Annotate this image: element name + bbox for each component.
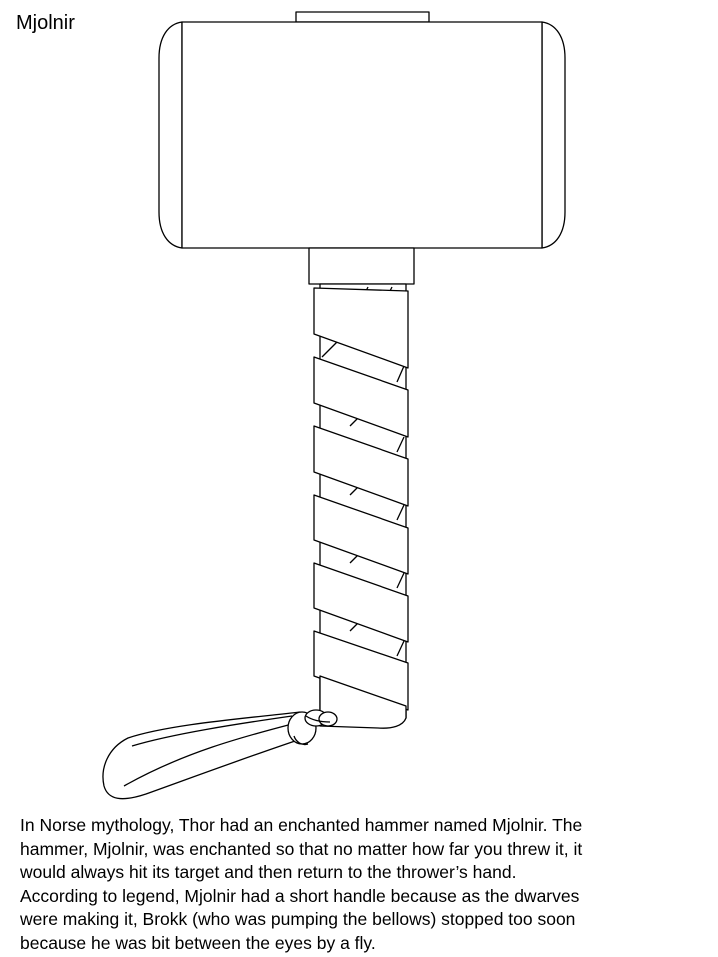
handle-wrap-bands [313, 287, 409, 711]
hammer-collar [308, 247, 415, 285]
wrap-band [313, 562, 409, 643]
hammer-left-face [158, 21, 183, 249]
wrist-strap-inner [123, 723, 293, 787]
hammer-right-face [541, 21, 566, 249]
caption-paragraph: In Norse mythology, Thor had an enchante… [20, 814, 710, 955]
wrap-band [313, 630, 409, 711]
caption-line: According to legend, Mjolnir had a short… [20, 885, 580, 906]
mjolnir-hammer-illustration [102, 11, 566, 800]
caption-line: In Norse mythology, Thor had an enchante… [20, 815, 583, 835]
wrap-band [313, 425, 409, 507]
strap-knot [287, 709, 338, 746]
wrist-strap-inner [131, 715, 293, 747]
wrap-band [313, 494, 409, 575]
wrap-band [313, 356, 409, 438]
caption-line: hammer, Mjolnir, was enchanted so that n… [20, 838, 583, 859]
wrap-band [313, 287, 409, 369]
caption-line: would always hit its target and then ret… [20, 862, 517, 882]
wrist-strap [102, 711, 313, 800]
caption-line: were making it, Brokk (who was pumping t… [20, 909, 576, 929]
page-title: Mjolnir [16, 12, 75, 34]
hammer-top-cap [295, 11, 430, 23]
caption-line: because he was bit between the eyes by a… [20, 932, 376, 953]
hammer-head [181, 21, 543, 249]
handle-bottom [319, 675, 407, 729]
